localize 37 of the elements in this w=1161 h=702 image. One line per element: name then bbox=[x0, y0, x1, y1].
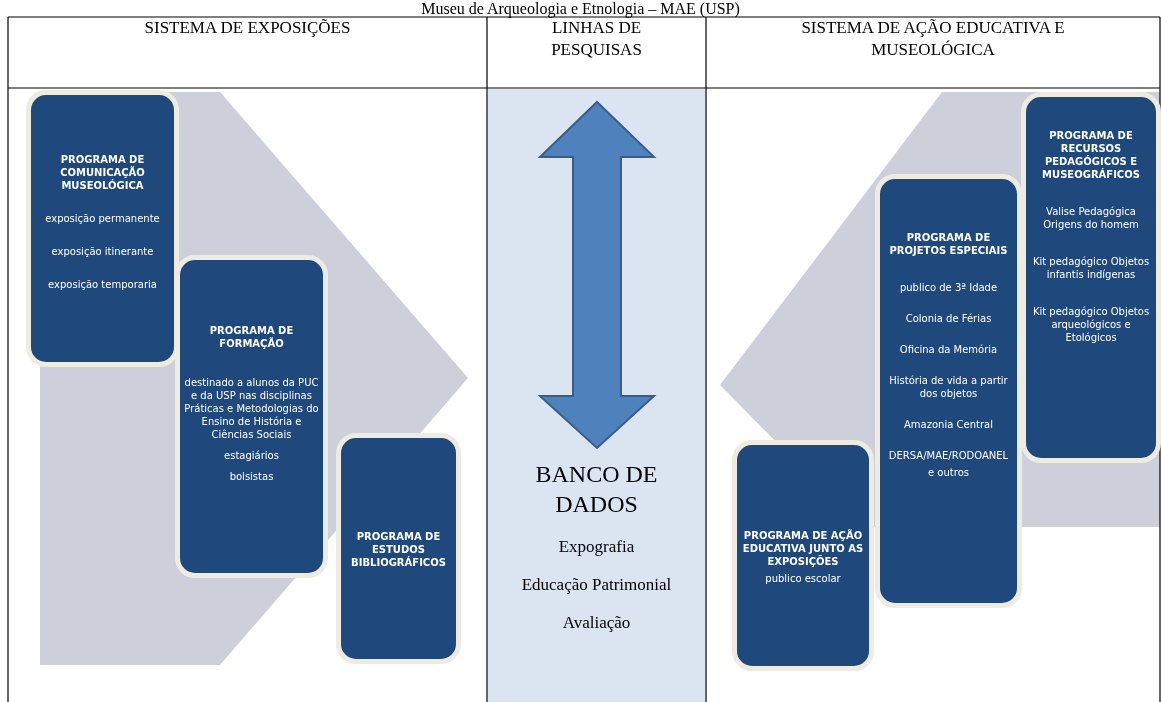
program-item: Kit pedagógico Objetos infantis indígenas bbox=[1031, 255, 1151, 281]
program-item: exposição temporaria bbox=[48, 278, 157, 291]
program-box bbox=[1021, 92, 1161, 463]
program-item: Kit pedagógico Objetos arqueológicos e Etológicos bbox=[1031, 305, 1151, 344]
program-title: PROGRAMA DE RECURSOS PEDAGÓGICOS E MUSEOGRÁFICOS bbox=[1041, 129, 1141, 181]
program-item: História de vida a partir dos objetos bbox=[888, 374, 1009, 400]
program-item: DERSA/MAE/RODOANEL bbox=[888, 449, 1009, 462]
program-item: destinado a alunos da PUC e da USP nas disciplinas Práticas e Metodologias do Ensino de História e Ciências Sociais bbox=[184, 376, 319, 441]
program-title: PROGRAMA DE ESTUDOS BIBLIOGRÁFICOS bbox=[350, 530, 447, 569]
program-item: Educação Patrimonial bbox=[521, 575, 672, 595]
program-box bbox=[875, 174, 1022, 608]
panel-title: BANCO DE DADOS bbox=[534, 460, 659, 519]
program-item: estagiários bbox=[224, 449, 279, 462]
program-box bbox=[175, 255, 328, 578]
column-header: SISTEMA DE AÇÃO EDUCATIVA E MUSEOLÓGICA bbox=[800, 17, 1066, 61]
program-box bbox=[26, 90, 179, 367]
column-header: SISTEMA DE EXPOSIÇÕES bbox=[143, 17, 352, 39]
program-item: publico de 3ª Idade bbox=[899, 281, 998, 294]
program-item: Avaliação bbox=[562, 613, 631, 633]
program-item: exposição itinerante bbox=[51, 245, 154, 258]
program-title: PROGRAMA DE COMUNICAÇÃO MUSEOLÓGICA bbox=[59, 153, 146, 192]
program-title: PROGRAMA DE FORMAÇÃO bbox=[208, 324, 295, 350]
program-item: e outros bbox=[928, 466, 969, 479]
program-item: bolsistas bbox=[229, 470, 274, 483]
program-title: PROGRAMA DE AÇÃO EDUCATIVA JUNTO AS EXPOSIÇÕES bbox=[741, 529, 865, 568]
program-item: exposição permanente bbox=[45, 212, 160, 225]
program-box bbox=[336, 433, 461, 664]
diagram-title: Museu de Arqueologia e Etnologia – MAE (USP) bbox=[420, 0, 741, 17]
program-item: publico escolar bbox=[765, 572, 841, 585]
program-item: Colonia de Férias bbox=[905, 312, 992, 325]
program-item: Valise Pedagógica Origens do homem bbox=[1042, 205, 1140, 231]
program-box bbox=[732, 440, 874, 671]
program-title: PROGRAMA DE PROJETOS ESPECIAIS bbox=[888, 231, 1009, 257]
program-item: Oficina da Memória bbox=[899, 343, 998, 356]
column-header: LINHAS DE PESQUISAS bbox=[550, 18, 643, 61]
program-item: Amazonia Central bbox=[904, 418, 993, 431]
program-item: Expografia bbox=[558, 537, 635, 557]
